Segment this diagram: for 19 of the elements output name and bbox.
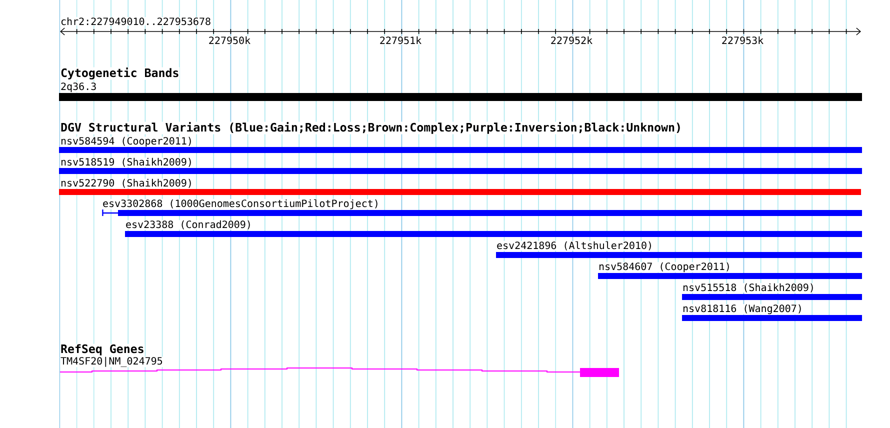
tick-label: 227951k — [379, 36, 422, 44]
track-title: DGV Structural Variants (Blue:Gain;Red:Loss;Brown:Complex;Purple:Inversion;Black:Unknown) — [60, 122, 682, 134]
tick-label: 227953k — [721, 36, 764, 44]
feature-label: nsv518519 (Shaikh2009) — [60, 158, 194, 168]
band-label: 2q36.3 — [60, 82, 97, 92]
tick-label: 227950k — [208, 36, 251, 44]
track-title: Cytogenetic Bands — [60, 67, 180, 80]
feature-label: esv2421896 (Altshuler2010) — [496, 241, 654, 251]
feature-label: esv23388 (Conrad2009) — [125, 220, 252, 230]
feature-label: nsv584594 (Cooper2011) — [60, 136, 194, 147]
feature-label: nsv515518 (Shaikh2009) — [682, 283, 816, 293]
feature-label: nsv584607 (Cooper2011) — [598, 262, 732, 272]
track-title: RefSeq Genes — [60, 344, 145, 356]
gene-label: TM4SF20|NM_024795 — [60, 356, 164, 368]
tick-label: 227952k — [550, 36, 593, 44]
feature-label: nsv522790 (Shaikh2009) — [60, 178, 194, 188]
feature-label: esv3302868 (1000GenomesConsortiumPilotProject) — [102, 199, 380, 210]
feature-label: nsv818116 (Wang2007) — [682, 304, 804, 314]
position-label: chr2:227949010..227953678 — [60, 17, 212, 26]
